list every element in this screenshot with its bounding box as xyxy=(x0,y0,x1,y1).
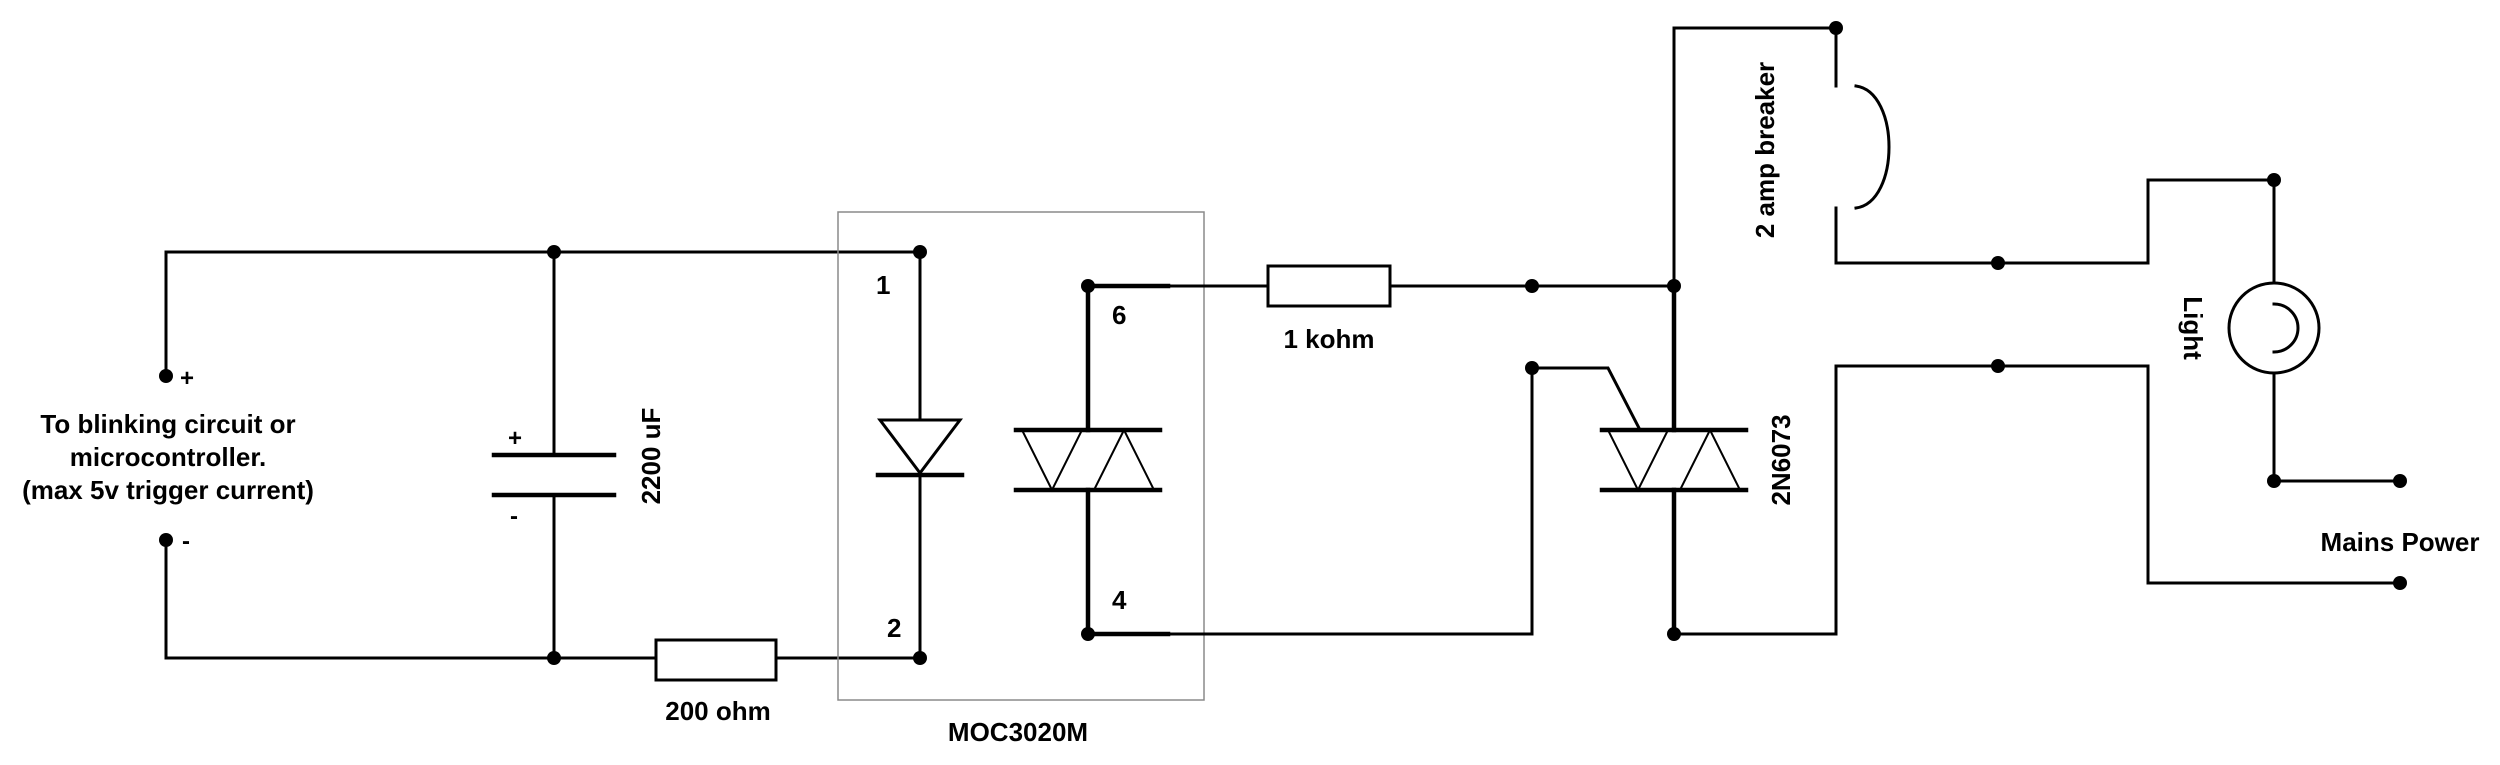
breaker-top-wire xyxy=(1672,26,1838,288)
pin1-label: 1 xyxy=(876,270,890,300)
input-plus-terminal[interactable] xyxy=(159,369,173,383)
junction xyxy=(1525,279,1539,293)
optocoupler-label: MOC3020M xyxy=(948,717,1088,747)
gate-wire xyxy=(1166,366,1643,636)
optocoupler-led xyxy=(875,250,965,660)
junction xyxy=(547,245,561,259)
input-minus-label: - xyxy=(182,528,190,555)
junction xyxy=(2267,474,2281,488)
input-description-line1: To blinking circuit or xyxy=(40,409,295,439)
pin2-label: 2 xyxy=(887,613,901,643)
junction xyxy=(2267,173,2281,187)
mains-terminal-1[interactable] xyxy=(2393,474,2407,488)
optocoupler-package xyxy=(837,211,1205,701)
breaker-bottom-wire xyxy=(1834,178,2276,265)
capacitor-plus-label: + xyxy=(508,425,522,452)
capacitor-2200uf xyxy=(491,250,617,660)
junction xyxy=(1991,359,2005,373)
optocoupler-triac xyxy=(1013,283,1171,637)
junction xyxy=(1525,361,1539,375)
triac-label: 2N6073 xyxy=(1766,414,1796,505)
light-bulb xyxy=(2227,178,2402,483)
pin4-label: 4 xyxy=(1112,585,1127,615)
breaker-contact xyxy=(1854,84,1891,210)
capacitor-label: 2200 uF xyxy=(636,408,666,505)
junction xyxy=(547,651,561,665)
light-label: Light xyxy=(2178,296,2208,360)
mains-label: Mains Power xyxy=(2321,527,2480,557)
input-description-line2: microcontroller. xyxy=(70,442,267,472)
resistor-200-ohm xyxy=(654,638,778,682)
pin4-node xyxy=(1081,627,1095,641)
mains-terminal-2[interactable] xyxy=(2393,576,2407,590)
input-minus-terminal[interactable] xyxy=(159,533,173,547)
pin6-label: 6 xyxy=(1112,300,1126,330)
input-description-line3: (max 5v trigger current) xyxy=(22,475,314,505)
pin1-node xyxy=(913,245,927,259)
triac-2n6073 xyxy=(1599,283,1749,637)
breaker-label: 2 amp breaker xyxy=(1750,62,1780,238)
pin6-node xyxy=(1081,279,1095,293)
resistor-200-ohm-label: 200 ohm xyxy=(665,696,771,726)
breaker-top-terminal[interactable] xyxy=(1829,21,1843,35)
input-plus-label: + xyxy=(180,365,194,392)
pin2-node xyxy=(913,651,927,665)
resistor-1-kohm xyxy=(1266,264,1392,308)
junction xyxy=(1991,256,2005,270)
resistor-1-kohm-label: 1 kohm xyxy=(1283,324,1374,354)
capacitor-minus-label: - xyxy=(510,503,518,530)
